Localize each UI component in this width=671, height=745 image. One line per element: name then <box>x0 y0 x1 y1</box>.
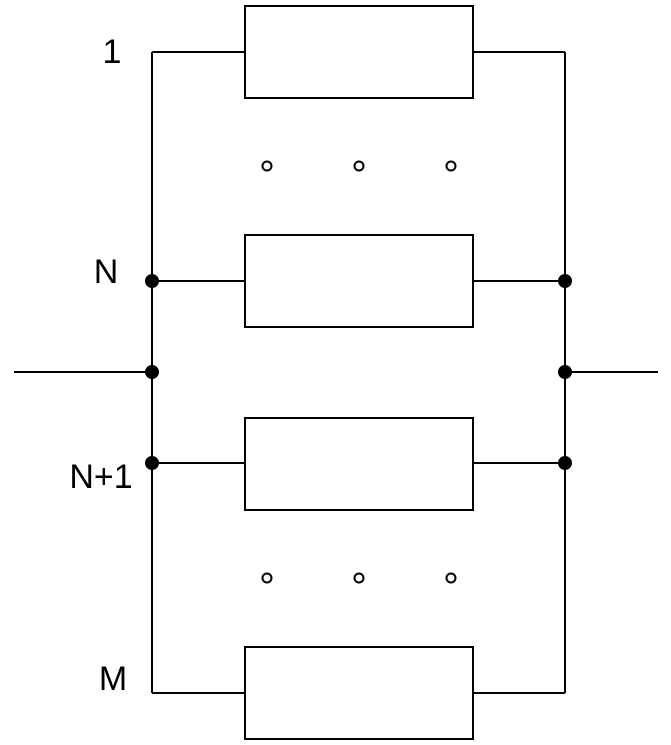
junction-node-right-output <box>558 365 572 379</box>
ellipsis-dot <box>353 572 365 584</box>
branch-n-plus-1 <box>152 417 565 511</box>
ellipsis-dot <box>353 160 365 172</box>
label-branch-1: 1 <box>103 33 122 71</box>
branch-1-element-box <box>244 5 474 99</box>
label-branch-n: N <box>94 253 119 291</box>
branch-n-element-box <box>244 234 474 328</box>
ellipsis-lower <box>261 572 457 584</box>
ellipsis-upper <box>261 160 457 172</box>
branch-n <box>152 234 565 328</box>
junction-node-right-n <box>558 274 572 288</box>
branch-m-element-box <box>244 646 474 740</box>
branch-n-plus-1-element-box <box>244 417 474 511</box>
branch-m <box>152 646 565 740</box>
junction-node-left-input <box>145 365 159 379</box>
junction-node-right-n-plus-1 <box>558 456 572 470</box>
junction-node-left-n <box>145 274 159 288</box>
junction-node-left-n-plus-1 <box>145 456 159 470</box>
label-branch-m: M <box>99 660 127 698</box>
ellipsis-dot <box>261 160 273 172</box>
ellipsis-dot <box>445 572 457 584</box>
label-branch-n-plus-1: N+1 <box>69 458 132 496</box>
ellipsis-dot <box>261 572 273 584</box>
ellipsis-dot <box>445 160 457 172</box>
branch-1 <box>152 5 565 99</box>
